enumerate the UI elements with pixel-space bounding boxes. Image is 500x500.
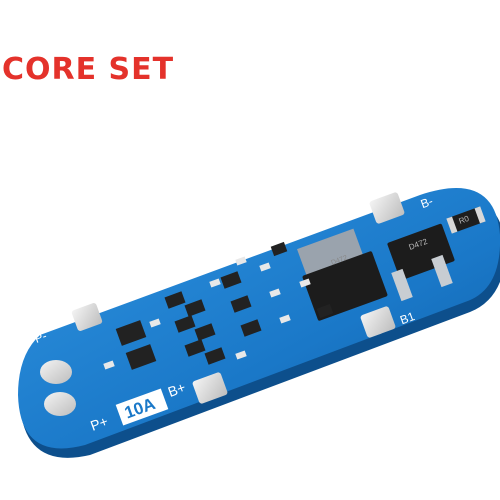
shunt-resistor: R0 bbox=[446, 206, 486, 234]
b-minus-pad bbox=[369, 192, 405, 224]
components-grid bbox=[115, 241, 334, 370]
mosfet-right: D472 bbox=[387, 223, 455, 302]
b2-pad bbox=[71, 303, 103, 331]
b-plus-pad bbox=[192, 372, 228, 404]
mosfet-left: D472 bbox=[297, 228, 388, 321]
s1-label: S1 bbox=[261, 234, 277, 249]
b1-label: B1 bbox=[398, 309, 417, 327]
p-minus-label: P- bbox=[33, 329, 49, 346]
brand-logo-text: CORE SET bbox=[2, 52, 175, 87]
p-plus-label: P+ bbox=[88, 413, 110, 434]
solder-pads bbox=[71, 192, 405, 404]
b1-pad bbox=[360, 306, 396, 338]
b-minus-label: B- bbox=[419, 194, 435, 211]
b-plus-label: B+ bbox=[166, 379, 188, 400]
p-minus-pad bbox=[40, 360, 72, 384]
b2-label: B2 bbox=[44, 305, 63, 323]
shunt-label: R0 bbox=[458, 214, 471, 226]
p-plus-pad bbox=[44, 392, 76, 416]
s2-label: S2 bbox=[193, 260, 209, 275]
passives bbox=[103, 256, 311, 370]
